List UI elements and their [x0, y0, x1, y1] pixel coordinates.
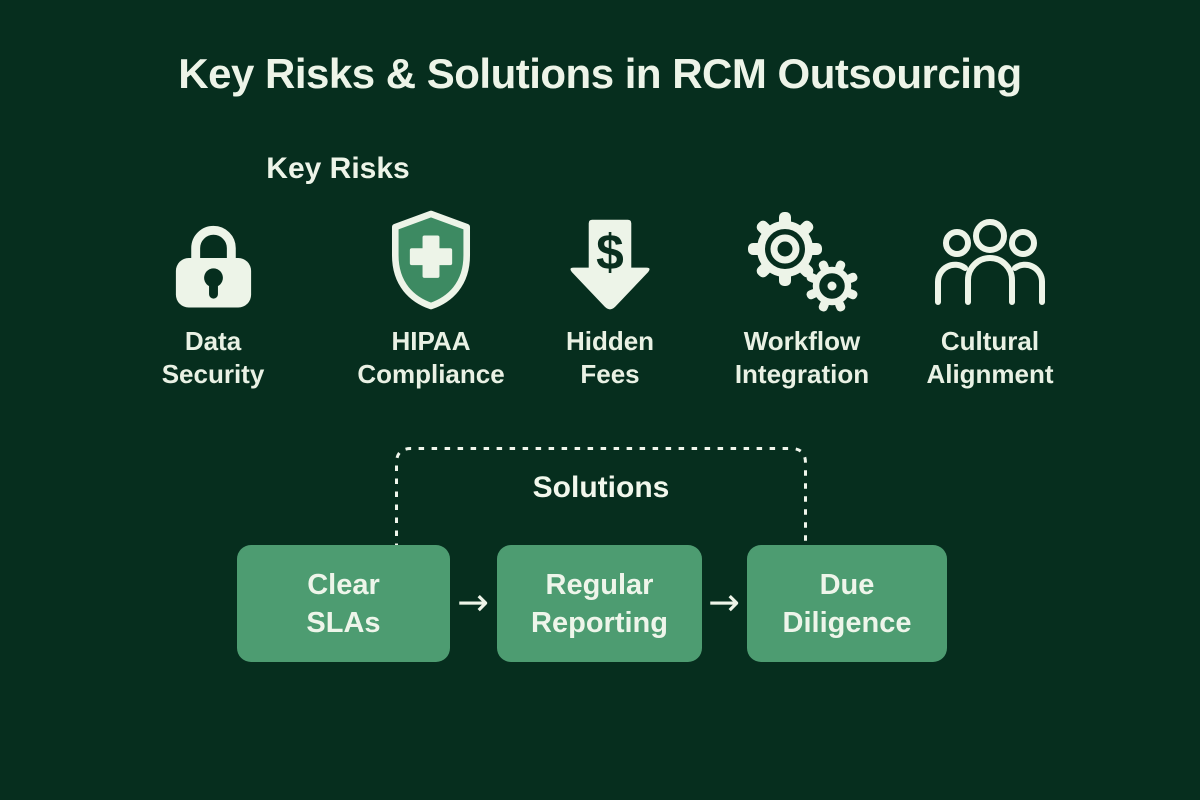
risk-item-data-security: Data Security	[93, 202, 333, 391]
risk-label-line: Alignment	[926, 359, 1054, 389]
risk-item-workflow-integration: Workflow Integration	[682, 202, 922, 391]
risk-label-line: HIPAA	[391, 326, 471, 356]
step-label-line: Diligence	[782, 606, 912, 639]
risk-label-line: Security	[161, 359, 265, 389]
risk-label-line: Workflow	[743, 326, 861, 356]
step-label-line: Reporting	[531, 606, 668, 639]
risk-label-line: Integration	[734, 359, 870, 389]
shield-cross-icon	[384, 202, 478, 312]
dollar-down-arrow-icon: $	[564, 202, 656, 312]
risk-item-cultural-alignment: Cultural Alignment	[870, 202, 1110, 391]
lock-icon	[166, 202, 261, 312]
risk-label: Workflow Integration	[735, 325, 869, 391]
risk-label-line: Fees	[580, 359, 640, 389]
people-icon	[932, 202, 1048, 312]
risk-label: HIPAA Compliance	[357, 325, 504, 391]
risk-label-line: Hidden	[565, 326, 655, 356]
step-label-line: Regular	[545, 568, 654, 601]
risk-item-hipaa-compliance: HIPAA Compliance	[311, 202, 551, 391]
flow-arrow-icon: →	[457, 580, 489, 624]
dollar-glyph: $	[596, 224, 624, 280]
solution-step-due-diligence: Due Diligence	[747, 545, 947, 662]
risk-label-line: Data	[184, 326, 242, 356]
risk-label: Hidden Fees	[566, 325, 654, 391]
solutions-dotted-frame	[395, 447, 807, 549]
solution-step-clear-slas: Clear SLAs	[237, 545, 450, 662]
step-label-line: SLAs	[306, 606, 381, 639]
step-label-line: Clear	[307, 568, 380, 601]
gears-icon	[746, 202, 858, 312]
risk-item-hidden-fees: $ Hidden Fees	[490, 202, 730, 391]
step-label-line: Due	[819, 568, 875, 601]
page-title: Key Risks & Solutions in RCM Outsourcing	[178, 50, 1022, 97]
flow-arrow-icon: →	[708, 580, 740, 624]
solutions-heading: Solutions	[532, 471, 670, 504]
risk-label-line: Compliance	[357, 359, 505, 389]
risk-label-line: Cultural	[940, 326, 1040, 356]
risk-label: Data Security	[162, 325, 265, 391]
risk-label: Cultural Alignment	[926, 325, 1053, 391]
key-risks-heading: Key Risks	[266, 152, 410, 185]
solution-step-regular-reporting: Regular Reporting	[497, 545, 702, 662]
